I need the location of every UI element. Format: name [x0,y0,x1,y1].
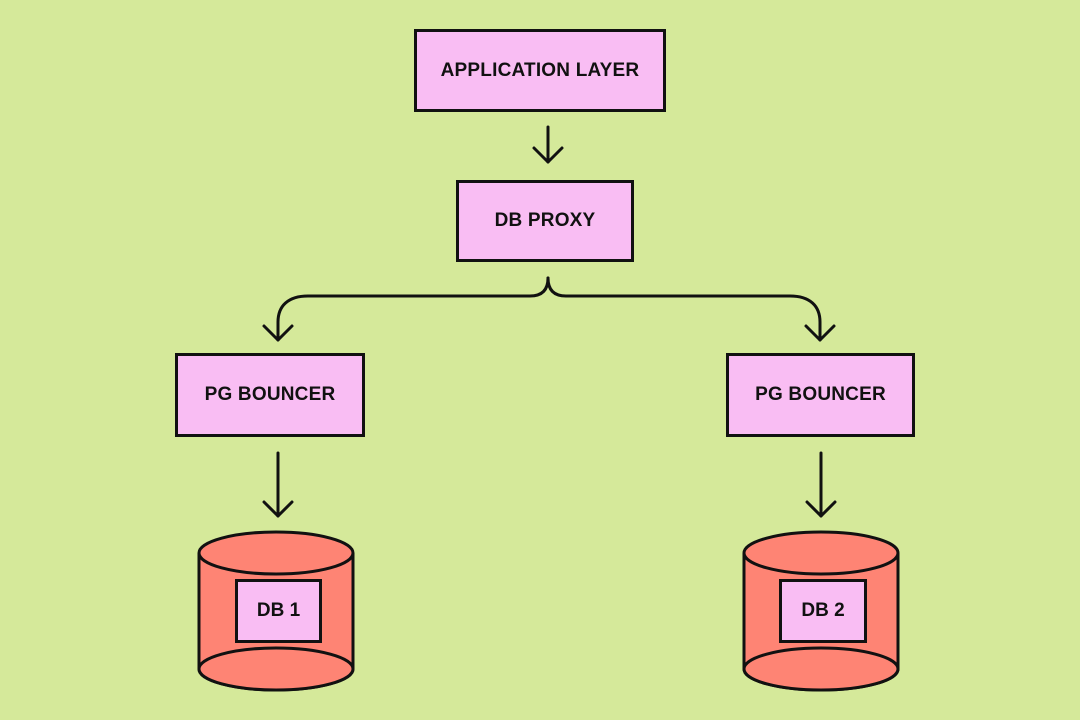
arrow-bouncer-to-db1 [262,451,294,518]
db1-label-box: DB 1 [235,579,322,643]
db2-label-box: DB 2 [779,579,867,643]
application-layer-box: APPLICATION LAYER [414,29,666,112]
arrow-app-to-proxy [532,125,564,164]
brace-proxy-to-bouncers [262,276,836,342]
db-proxy-label: DB PROXY [494,210,596,231]
pg-bouncer-left-box: PG BOUNCER [175,353,365,437]
pg-bouncer-right-label: PG BOUNCER [755,384,886,405]
application-layer-label: APPLICATION LAYER [440,59,640,81]
db1-label: DB 1 [256,600,301,621]
db2-label: DB 2 [801,600,845,621]
arrow-bouncer-to-db2 [805,451,837,518]
db-proxy-box: DB PROXY [456,180,634,262]
pg-bouncer-right-box: PG BOUNCER [726,353,915,437]
pg-bouncer-left-label: PG BOUNCER [204,384,336,405]
